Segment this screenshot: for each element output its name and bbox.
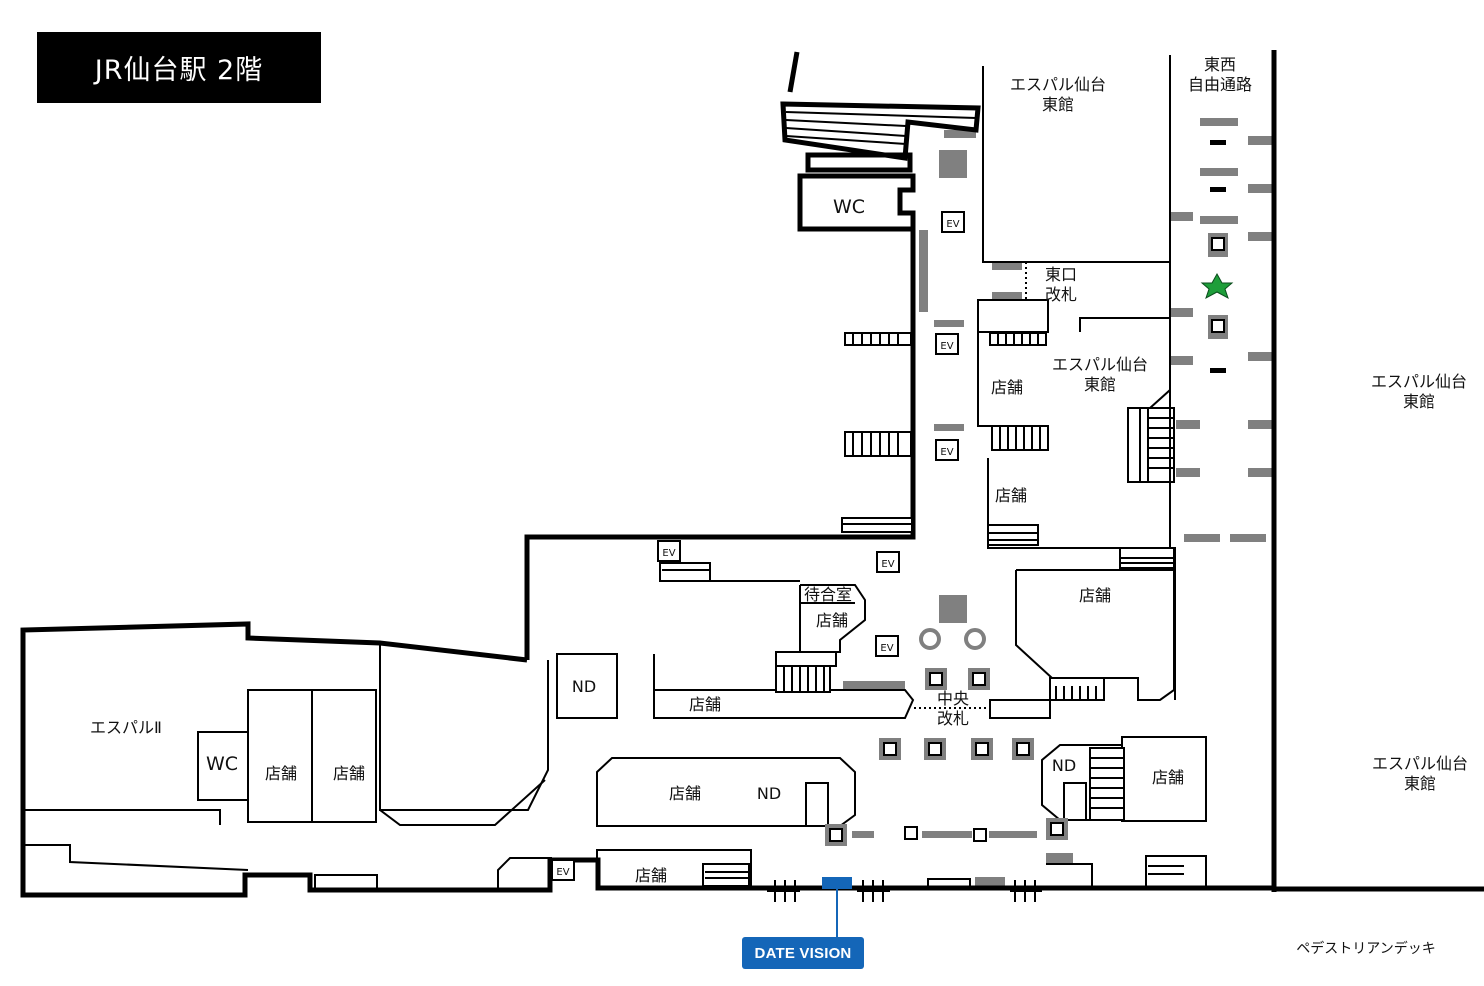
tozai-passage-label-1: 東西 — [1204, 55, 1236, 74]
esupal-east-label-right2-1: エスパル仙台 — [1372, 754, 1468, 773]
nd-label: ND — [572, 677, 596, 696]
ev-label: EV — [881, 559, 894, 570]
shop-label: 店舗 — [995, 486, 1027, 505]
shop-label: 店舗 — [333, 764, 365, 783]
east-gate-label-2: 改札 — [1045, 285, 1077, 304]
esupal2-label: エスパルⅡ — [90, 718, 162, 737]
pedestrian-deck-label: ペデストリアンデッキ — [1296, 940, 1435, 957]
ev-label: EV — [880, 643, 893, 654]
ev-label: EV — [940, 447, 953, 458]
gray-markings — [843, 118, 1273, 889]
ev-label: EV — [940, 341, 953, 352]
east-gate-label-1: 東口 — [1045, 265, 1077, 284]
shop-label: 店舗 — [1079, 586, 1111, 605]
shop-label: 店舗 — [669, 784, 701, 803]
wc-label: WC — [206, 753, 238, 775]
central-gate-label-2: 改札 — [937, 709, 969, 728]
entrance-ticks — [767, 880, 1042, 902]
shop-label: 店舗 — [635, 866, 667, 885]
ev-label: EV — [662, 548, 675, 559]
waiting-room-label: 待合室 — [804, 585, 852, 604]
stairs — [775, 332, 1125, 821]
shop-label: 店舗 — [816, 611, 848, 630]
nd-label: ND — [757, 784, 781, 803]
esupal-east-label-right1-2: 東館 — [1403, 392, 1435, 411]
central-gate-label-1: 中央 — [937, 689, 969, 708]
date-vision-marker — [822, 877, 852, 938]
wc-label: WC — [833, 196, 865, 218]
stair-lines — [662, 111, 1184, 879]
shop-label: 店舗 — [265, 764, 297, 783]
inner-walls — [23, 55, 1207, 891]
nd-label: ND — [1052, 756, 1076, 775]
elevators: EV EV EV EV EV EV EV — [551, 211, 965, 881]
esupal-east-label-top-1: エスパル仙台 — [1010, 75, 1106, 94]
date-vision-label: DATE VISION — [742, 937, 864, 969]
shop-label: 店舗 — [1152, 768, 1184, 787]
map-title: JR仙台駅 2階 — [37, 32, 321, 103]
gate-pillars — [825, 140, 1228, 846]
current-location-star-icon — [1200, 272, 1234, 300]
walls — [20, 50, 1484, 898]
gate-lines — [914, 262, 1027, 709]
ev-label: EV — [556, 867, 569, 878]
ev-label: EV — [946, 219, 959, 230]
esupal-east-label-top-2: 東館 — [1042, 95, 1074, 114]
shop-label: 店舗 — [991, 378, 1023, 397]
esupal-east-label-right1-1: エスパル仙台 — [1371, 372, 1467, 391]
esupal-east-label-right2-2: 東館 — [1404, 774, 1436, 793]
shop-label: 店舗 — [689, 695, 721, 714]
esupal-east-label-mid-1: エスパル仙台 — [1052, 355, 1148, 374]
esupal-east-label-mid-2: 東館 — [1084, 375, 1116, 394]
tozai-passage-label-2: 自由通路 — [1188, 75, 1252, 94]
